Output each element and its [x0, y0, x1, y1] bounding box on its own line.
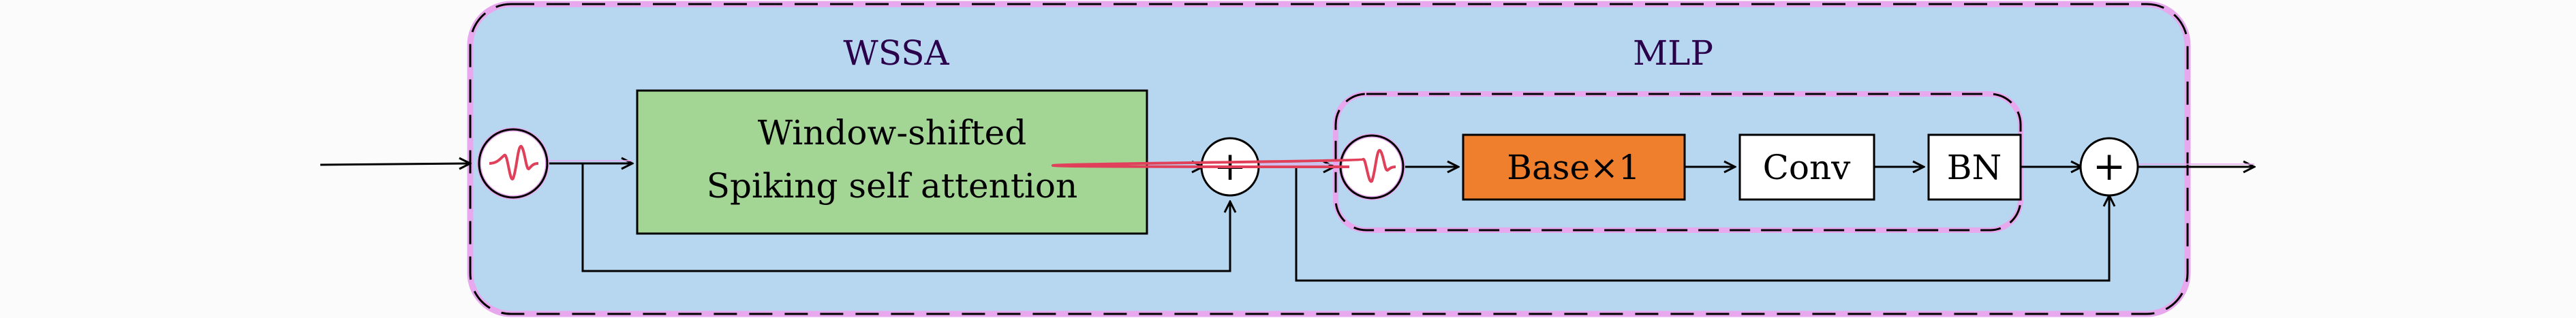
mlp-title: MLP — [1633, 33, 1713, 73]
residual-add-node: + — [2079, 137, 2139, 197]
attention-label-line1: Window-shifted — [758, 113, 1027, 153]
base-label: Base×1 — [1507, 148, 1640, 187]
mlp-residual-path — [1295, 167, 2109, 282]
attention-label-line2: Spiking self attention — [707, 166, 1077, 206]
spike-neuron-icon — [477, 127, 549, 200]
input-arrow — [320, 163, 470, 165]
conv-box: Conv — [1738, 133, 1875, 201]
wssa-title: WSSA — [843, 33, 949, 73]
wssa-residual-path — [581, 163, 1230, 272]
add-symbol: + — [2093, 143, 2126, 189]
conv-label: Conv — [1763, 148, 1852, 187]
spiking-self-attention-box: Window-shifted Spiking self attention — [636, 89, 1148, 235]
base-box: Base×1 — [1462, 133, 1686, 201]
spike-neuron-icon — [1051, 133, 1405, 200]
bn-label: BN — [1947, 148, 2002, 187]
bn-box: BN — [1927, 133, 2022, 201]
